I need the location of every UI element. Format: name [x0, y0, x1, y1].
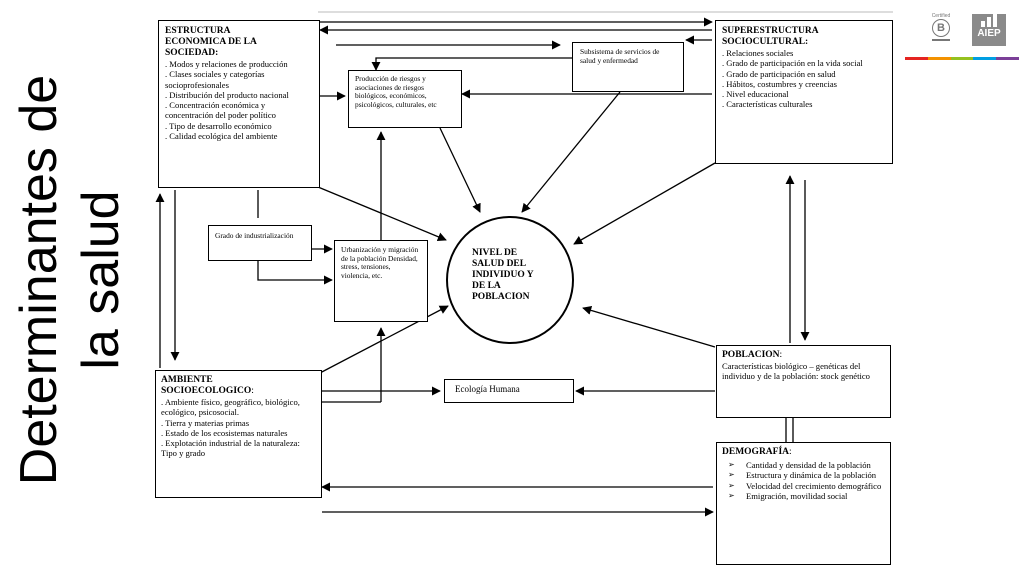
- arrow-bullet-icon: ➢: [728, 460, 735, 469]
- environment-heading: AMBIENTE SOCIOECOLOGICO:: [161, 375, 316, 397]
- urbanization-text: Urbanización y migración de la población…: [341, 245, 419, 280]
- environment-item: . Tierra y materias primas: [161, 417, 250, 428]
- brand-stripe-segment: [973, 57, 997, 60]
- structure-item: . Concentración económica y concentració…: [165, 100, 276, 121]
- environment-heading-colon: :: [251, 386, 254, 396]
- brand-stripe-segment: [927, 57, 951, 60]
- health-subsystem-text: Subsistema de servicios de salud y enfer…: [580, 47, 660, 65]
- superstructure-box: SUPERESTRUCTURA SOCIOCULTURAL: . Relacio…: [715, 20, 893, 164]
- superstructure-item: . Hábitos, costumbres y creencias: [722, 78, 838, 89]
- demography-item-text: Cantidad y densidad de la población: [746, 460, 871, 470]
- structure-item: . Distribución del producto nacional: [165, 89, 289, 100]
- demography-heading: DEMOGRAFÍA:: [722, 447, 885, 458]
- structure-item: . Calidad ecológica del ambiente: [165, 131, 278, 142]
- population-text: Características biológico – genéticas de…: [722, 361, 870, 382]
- demography-item: ➢ Estructura y dinámica de la población: [722, 470, 885, 480]
- brand-stripe-segment: [996, 57, 1019, 60]
- risks-box: Producción de riesgos y asociaciones de …: [348, 70, 462, 128]
- demography-item: ➢ Velocidad del crecimiento demográfico: [722, 481, 885, 491]
- b-corp-logo: Certified B: [926, 13, 956, 47]
- health-level-text: NIVEL DE SALUD DEL INDIVIDUO Y DE LA POB…: [472, 248, 534, 302]
- industrialization-box: Grado de industrialización: [208, 225, 312, 261]
- demography-item: ➢ Emigración, movilidad social: [722, 491, 885, 501]
- environment-item: . Explotación industrial de la naturalez…: [161, 438, 300, 459]
- human-ecology-text: Ecología Humana: [455, 384, 520, 394]
- structure-heading: ESTRUCTURA ECONOMICA DE LA SOCIEDAD:: [165, 26, 257, 58]
- population-heading-text: POBLACION: [722, 350, 780, 360]
- b-corp-caption: Certified: [931, 13, 951, 19]
- superstructure-item: . Relaciones sociales: [722, 48, 794, 58]
- aiep-logo-text: AIEP: [977, 28, 1001, 39]
- arrow-bullet-icon: ➢: [728, 491, 735, 501]
- environment-item: . Estado de los ecosistemas naturales: [161, 427, 288, 438]
- superstructure-item: . Grado de participación en la vida soci…: [722, 58, 863, 69]
- brand-stripe-segment: [905, 57, 928, 60]
- b-corp-bar: [932, 39, 950, 41]
- demography-heading-text: DEMOGRAFÍA: [722, 447, 790, 457]
- environment-heading-text: AMBIENTE SOCIOECOLOGICO: [161, 375, 252, 396]
- b-corp-letter: B: [932, 19, 950, 37]
- aiep-bars-icon: [972, 14, 1006, 28]
- human-ecology-box: Ecología Humana: [444, 379, 574, 403]
- demography-item-text: Estructura y dinámica de la población: [746, 470, 877, 481]
- industrialization-text: Grado de industrialización: [215, 231, 294, 240]
- structure-item: . Tipo de desarrollo económico: [165, 120, 272, 131]
- superstructure-heading: SUPERESTRUCTURA SOCIOCULTURAL:: [722, 26, 819, 47]
- structure-item: . Clases sociales y categorías socioprof…: [165, 69, 265, 90]
- demography-box: DEMOGRAFÍA: ➢ Cantidad y densidad de la p…: [716, 442, 891, 565]
- risks-text: Producción de riesgos y asociaciones de …: [355, 74, 437, 109]
- brand-stripe-segment: [950, 57, 974, 60]
- demography-list: ➢ Cantidad y densidad de la población ➢ Es…: [722, 460, 885, 502]
- structure-box: ESTRUCTURA ECONOMICA DE LA SOCIEDAD: . M…: [158, 20, 320, 188]
- population-box: POBLACION: Características biológico – g…: [716, 345, 891, 418]
- superstructure-item: . Grado de participación en salud: [722, 68, 836, 79]
- arrow-bullet-icon: ➢: [728, 480, 735, 490]
- structure-item: . Modos y relaciones de producción: [165, 59, 288, 69]
- environment-box: AMBIENTE SOCIOECOLOGICO: . Ambiente físi…: [155, 370, 322, 498]
- demography-item-text: Velocidad del crecimiento demográfico: [746, 480, 882, 491]
- population-heading-colon: :: [779, 350, 783, 360]
- health-level-node: NIVEL DE SALUD DEL INDIVIDUO Y DE LA POB…: [446, 216, 574, 344]
- superstructure-item: . Características culturales: [722, 99, 813, 110]
- demography-item: ➢ Cantidad y densidad de la población: [722, 460, 885, 470]
- aiep-logo: AIEP: [972, 14, 1006, 46]
- environment-item: . Ambiente físico, geográfico, biológico…: [161, 397, 300, 418]
- superstructure-item: . Nivel educacional: [722, 89, 789, 100]
- health-subsystem-box: Subsistema de servicios de salud y enfer…: [572, 42, 684, 92]
- urbanization-box: Urbanización y migración de la población…: [334, 240, 428, 322]
- arrow-bullet-icon: ➢: [728, 470, 735, 480]
- demography-heading-colon: :: [789, 447, 792, 457]
- brand-stripe: [905, 57, 1019, 60]
- demography-item-text: Emigración, movilidad social: [746, 491, 848, 502]
- population-heading: POBLACION:: [722, 350, 885, 361]
